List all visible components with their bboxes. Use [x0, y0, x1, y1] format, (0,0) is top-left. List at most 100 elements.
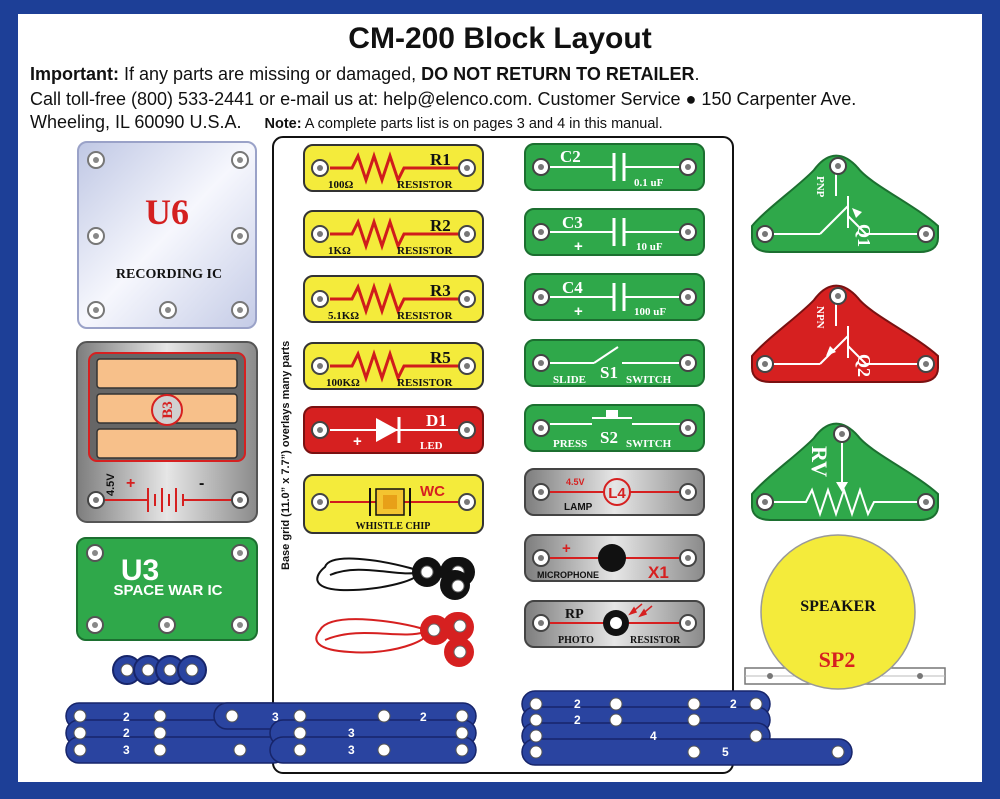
r2-resistor[interactable]: R2 1KΩ RESISTOR — [303, 210, 484, 258]
single-snaps[interactable] — [112, 655, 207, 685]
l4-type: LAMP — [564, 502, 593, 513]
x1-type: MICROPHONE — [537, 570, 599, 580]
snap-wires-left[interactable]: 2 2 3 3 3 3 2 — [65, 702, 477, 764]
important-text: If any parts are missing or damaged, — [124, 64, 417, 84]
wire-label: 2 — [574, 697, 581, 711]
c3-id: C3 — [562, 213, 583, 232]
header: CM-200 Block Layout Important: If any pa… — [18, 14, 982, 134]
r5-resistor[interactable]: R5 100KΩ RESISTOR — [303, 342, 484, 390]
l4-id: L4 — [608, 485, 626, 502]
r5-id: R5 — [430, 348, 451, 367]
q2-npn-transistor[interactable]: Q2 NPN — [751, 284, 939, 383]
wire-label: 3 — [348, 726, 355, 740]
b3-battery-holder[interactable]: B3 4.5V + - — [76, 341, 258, 523]
r2-id: R2 — [430, 216, 451, 235]
black-jumper-wire[interactable] — [316, 557, 475, 600]
s2-press-switch[interactable]: S2 PRESS SWITCH — [524, 404, 705, 452]
c2-capacitor[interactable]: C2 0.1 uF — [524, 143, 705, 191]
s1-slide-switch[interactable]: S1 SLIDE SWITCH — [524, 339, 705, 387]
u6-recording-ic[interactable]: U6 RECORDING IC — [77, 141, 257, 329]
sp2-speaker[interactable]: SPEAKER SP2 — [744, 534, 946, 690]
rp-right-label: RESISTOR — [630, 635, 681, 646]
r5-value: 100KΩ — [326, 377, 360, 389]
address: Wheeling, IL 60090 U.S.A. — [30, 112, 242, 132]
c4-id: C4 — [562, 278, 583, 297]
q2-id: Q2 — [854, 354, 874, 377]
x1-microphone[interactable]: + X1 MICROPHONE — [524, 534, 705, 582]
r1-id: R1 — [430, 150, 451, 169]
contact-line: Call toll-free (800) 533-2441 or e-mail … — [30, 89, 857, 109]
snap-wire[interactable] — [269, 736, 477, 764]
s2-right-label: SWITCH — [626, 438, 672, 450]
d1-led[interactable]: D1 + LED — [303, 406, 484, 454]
wire-label: 3 — [348, 743, 355, 757]
s1-id: S1 — [600, 363, 618, 382]
b3-plus: + — [126, 475, 135, 492]
s2-id: S2 — [600, 428, 618, 447]
important-line: Important: If any parts are missing or d… — [30, 64, 700, 85]
s1-left-label: SLIDE — [553, 374, 586, 386]
sp2-type: SPEAKER — [800, 598, 876, 615]
r3-resistor[interactable]: R3 5.1KΩ RESISTOR — [303, 275, 484, 323]
wire-label: 2 — [420, 710, 427, 724]
q2-type: NPN — [814, 306, 826, 329]
page-title: CM-200 Block Layout — [348, 22, 652, 55]
rp-left-label: PHOTO — [558, 635, 594, 646]
snap-wire[interactable] — [521, 738, 853, 766]
q1-pnp-transistor[interactable]: Q1 PNP — [751, 154, 939, 253]
c3-capacitor[interactable]: C3 + 10 uF — [524, 208, 705, 256]
l4-voltage: 4.5V — [566, 477, 585, 487]
note-text: A complete parts list is on pages 3 and … — [304, 116, 663, 132]
base-grid-outline — [272, 136, 734, 774]
wire-label: 2 — [123, 726, 130, 740]
c4-value: 100 uF — [634, 306, 666, 318]
note-label: Note: — [264, 116, 302, 132]
r1-type: RESISTOR — [397, 179, 453, 191]
b3-voltage: 4.5V — [105, 473, 117, 496]
x1-plus: + — [562, 540, 571, 557]
u6-snaps — [87, 151, 249, 319]
snap-wire[interactable] — [65, 736, 287, 764]
c3-value: 10 uF — [636, 241, 663, 253]
s1-right-label: SWITCH — [626, 374, 672, 386]
q1-id: Q1 — [854, 224, 874, 247]
u6-id: U6 — [145, 192, 189, 232]
rp-photo-resistor[interactable]: RP PHOTO RESISTOR — [524, 600, 705, 648]
q1-type: PNP — [814, 176, 826, 198]
d1-plus: + — [353, 433, 362, 450]
r2-value: 1KΩ — [328, 245, 351, 257]
d1-type: LED — [420, 440, 443, 452]
battery-cell — [96, 428, 238, 459]
red-jumper-wire[interactable] — [315, 612, 474, 667]
wire-label: 2 — [730, 697, 737, 711]
rv-adjustable-resistor[interactable]: RV — [751, 422, 939, 521]
r3-type: RESISTOR — [397, 310, 453, 322]
wire-label: 5 — [722, 745, 729, 759]
u3-name: SPACE WAR IC — [114, 582, 223, 599]
wire-label: 3 — [272, 710, 279, 724]
wire-label: 2 — [123, 710, 130, 724]
u3-id: U3 — [121, 554, 159, 587]
wc-whistle-chip[interactable]: WC WHISTLE CHIP — [303, 474, 484, 534]
r3-id: R3 — [430, 281, 451, 300]
note: Note: A complete parts list is on pages … — [264, 116, 662, 132]
u3-space-war-ic[interactable]: U3 SPACE WAR IC — [76, 537, 258, 641]
r1-resistor[interactable]: R1 100Ω RESISTOR — [303, 144, 484, 192]
rv-id: RV — [807, 446, 832, 477]
c2-value: 0.1 uF — [634, 177, 664, 189]
c4-capacitor[interactable]: C4 + 100 uF — [524, 273, 705, 321]
l4-lamp[interactable]: L4 4.5V LAMP — [524, 468, 705, 516]
base-grid-label: Base grid (11.0” x 7.7”) overlays many p… — [280, 341, 292, 570]
snap-wires-right[interactable]: 2 2 2 4 5 — [521, 690, 853, 766]
b3-minus: - — [199, 475, 204, 492]
c3-plus: + — [574, 238, 583, 255]
d1-id: D1 — [426, 411, 447, 430]
r1-value: 100Ω — [328, 179, 354, 191]
s2-left-label: PRESS — [553, 438, 587, 450]
battery-cell — [96, 358, 238, 389]
c2-id: C2 — [560, 147, 581, 166]
light-arrows — [628, 603, 653, 618]
x1-id: X1 — [648, 563, 669, 582]
r2-type: RESISTOR — [397, 245, 453, 257]
